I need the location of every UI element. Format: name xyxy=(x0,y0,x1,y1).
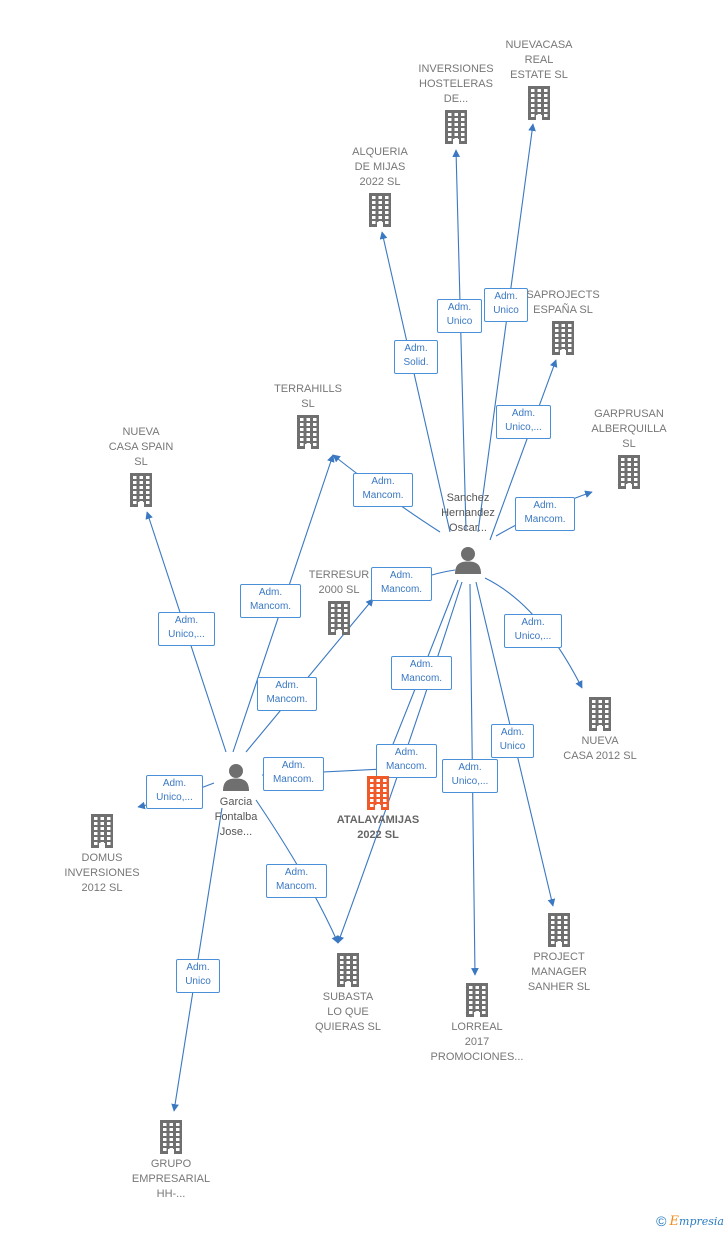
edge-label-sanchez-nuevacasa_real[interactable]: Adm. Unico xyxy=(484,288,528,322)
edge-label-sanchez-subasta[interactable]: Adm. Mancom. xyxy=(376,744,437,778)
person-icon xyxy=(454,546,482,579)
building-icon xyxy=(445,110,467,149)
node-label: GARPRUSAN ALBERQUILLA SL xyxy=(591,408,667,450)
building-icon xyxy=(552,321,574,360)
node-label: TERRESUR 2000 SL xyxy=(308,569,370,596)
building-icon xyxy=(367,776,389,815)
building-icon xyxy=(589,697,611,736)
edge-label-sanchez-atalayamijas[interactable]: Adm. Mancom. xyxy=(391,656,452,690)
node-label: ALQUERIA DE MIJAS 2022 SL xyxy=(352,146,408,188)
node-label: GRUPO EMPRESARIAL HH-... xyxy=(131,1158,211,1200)
brand-name: mpresia xyxy=(679,1215,724,1228)
building-icon xyxy=(91,814,113,853)
building-icon xyxy=(528,86,550,125)
edge-label-garcia-terrahills[interactable]: Adm. Mancom. xyxy=(240,584,301,618)
node-label: LORREAL 2017 PROMOCIONES... xyxy=(430,1021,524,1063)
edge-label-sanchez-lorreal[interactable]: Adm. Unico,... xyxy=(442,759,498,793)
edge-garcia-terresur xyxy=(245,598,374,753)
edge-sanchez-alqueria xyxy=(379,231,451,533)
building-icon xyxy=(130,473,152,512)
person-icon xyxy=(222,763,250,796)
edge-label-sanchez-nueva_casa_2012[interactable]: Adm. Unico,... xyxy=(504,614,562,648)
building-icon xyxy=(618,455,640,494)
node-label: DOMUS INVERSIONES 2012 SL xyxy=(64,852,140,894)
edge-label-garcia-grupo_empresarial[interactable]: Adm. Unico xyxy=(176,959,220,993)
node-label: NUEVA CASA 2012 SL xyxy=(563,735,637,762)
edge-label-garcia-domus[interactable]: Adm. Unico,... xyxy=(146,775,203,809)
empresia-brand[interactable]: © Empresia xyxy=(656,1213,724,1229)
edge-label-sanchez-project_manager[interactable]: Adm. Unico xyxy=(491,724,534,758)
edge-label-sanchez-terresur[interactable]: Adm. Mancom. xyxy=(371,567,432,601)
node-label: NUEVACASA REAL ESTATE SL xyxy=(505,39,573,81)
edge-label-garcia-terresur[interactable]: Adm. Mancom. xyxy=(257,677,317,711)
building-icon xyxy=(160,1120,182,1159)
node-label: ATALAYAMIJAS 2022 SL xyxy=(336,814,420,841)
building-icon xyxy=(328,601,350,640)
node-label: PROJECT MANAGER SANHER SL xyxy=(527,951,591,993)
node-label: INVERSIONES HOSTELERAS DE... xyxy=(418,63,494,105)
building-icon xyxy=(297,415,319,454)
node-label: NUEVA CASA SPAIN SL xyxy=(108,426,174,468)
node-label: TERRAHILLS SL xyxy=(274,383,342,410)
node-label: Sanchez Hernandez Oscar... xyxy=(441,492,495,534)
edge-label-garcia-atalayamijas[interactable]: Adm. Mancom. xyxy=(263,757,324,791)
node-label: SUBASTA LO QUE QUIERAS SL xyxy=(314,991,382,1033)
building-icon xyxy=(548,913,570,952)
building-icon xyxy=(337,953,359,992)
edge-label-sanchez-saprojects[interactable]: Adm. Unico,... xyxy=(496,405,551,439)
edge-label-sanchez-alqueria[interactable]: Adm. Solid. xyxy=(394,340,438,374)
building-icon xyxy=(369,193,391,232)
node-label: SAPROJECTS ESPAÑA SL xyxy=(526,289,600,316)
edge-sanchez-nuevacasa_real xyxy=(477,123,536,533)
edge-label-sanchez-terrahills[interactable]: Adm. Mancom. xyxy=(353,473,413,507)
brand-initial: E xyxy=(669,1214,680,1229)
edge-label-sanchez-garprusan[interactable]: Adm. Mancom. xyxy=(515,497,575,531)
building-icon xyxy=(466,983,488,1022)
edge-sanchez-saprojects xyxy=(489,359,558,541)
edge-label-sanchez-inversiones_hosteleras[interactable]: Adm. Unico xyxy=(437,299,482,333)
edge-label-garcia-nueva_casa_spain[interactable]: Adm. Unico,... xyxy=(158,612,215,646)
edge-label-garcia-subasta[interactable]: Adm. Mancom. xyxy=(266,864,327,898)
edge-sanchez-inversiones_hosteleras xyxy=(452,149,467,531)
node-label: Garcia Fontalba Jose... xyxy=(214,796,258,838)
copyright-icon: © xyxy=(656,1213,667,1229)
